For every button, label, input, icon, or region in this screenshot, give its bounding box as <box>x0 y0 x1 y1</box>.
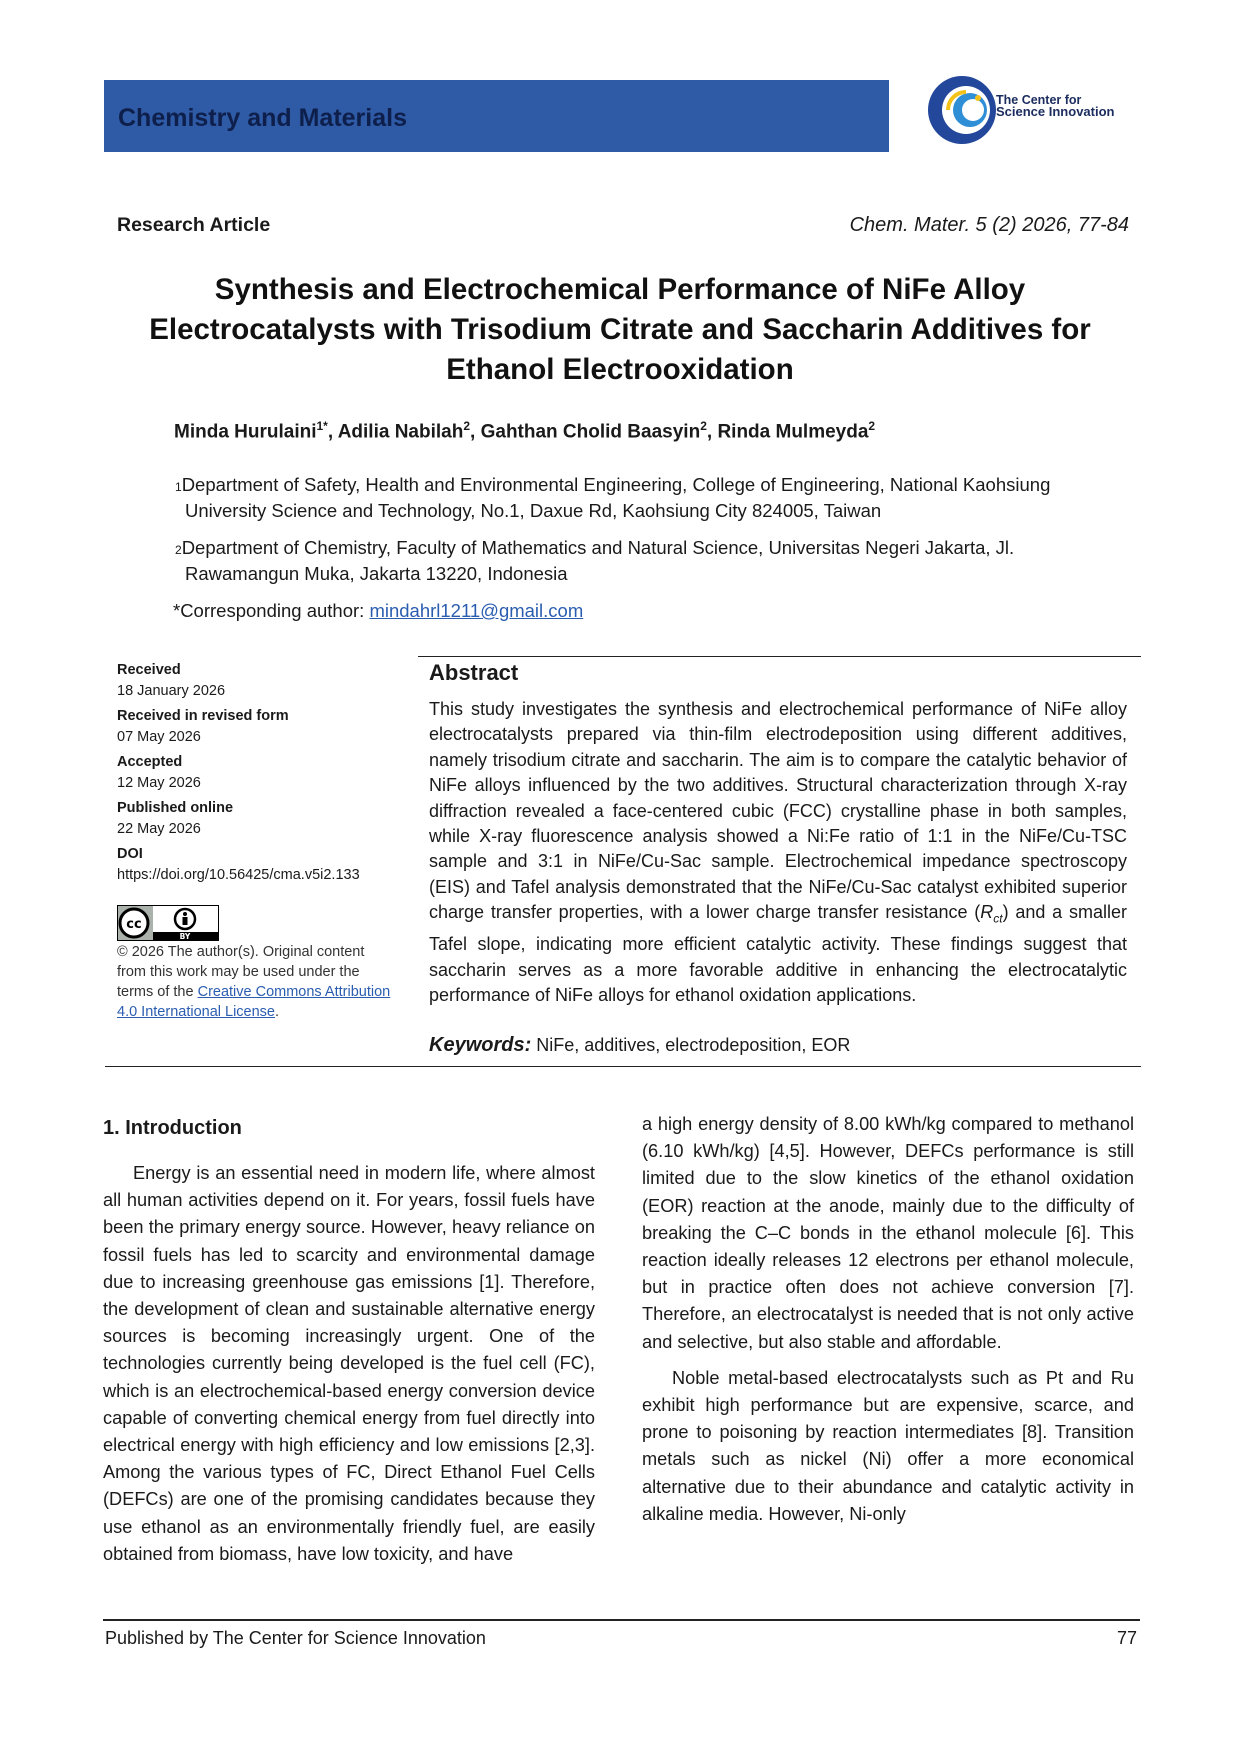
body-paragraph: Noble metal-based electrocatalysts such … <box>642 1367 1134 1524</box>
abstract-top-rule <box>418 656 1141 657</box>
author-affiliation-mark: 2 <box>700 419 707 433</box>
journal-name: Chemistry and Materials <box>118 104 407 132</box>
author-separator: , <box>706 421 718 443</box>
rct-symbol: R <box>980 902 994 923</box>
received-date: 18 January 2026 <box>117 682 226 699</box>
abstract-bottom-rule <box>105 1066 1141 1067</box>
license-link[interactable]: Creative Commons Attribution 4.0 Interna… <box>117 984 391 1020</box>
author-affiliation-mark: 1* <box>316 419 328 433</box>
publisher-logo-text: The Center for Science Innovation <box>996 94 1114 118</box>
body-column-right: a high energy density of 8.00 kWh/kg com… <box>642 1111 1134 1528</box>
corresponding-email-link[interactable]: mindahrl1211@gmail.com <box>369 600 584 621</box>
revised-date: 07 May 2026 <box>117 728 201 745</box>
author-separator: , <box>327 421 338 443</box>
footer-rule <box>103 1619 1140 1621</box>
license-end: . <box>275 1004 280 1020</box>
author-list: Minda Hurulaini1*, Adilia Nabilah2, Gaht… <box>174 419 875 443</box>
accepted-date: 12 May 2026 <box>117 774 201 791</box>
keywords: Keywords: NiFe, additives, electrodeposi… <box>429 1034 850 1057</box>
body-paragraph: Energy is an essential need in modern li… <box>103 1163 595 1564</box>
abstract-text: ) and a smaller Tafel slope, indicating … <box>429 902 1127 1006</box>
affiliation-line: University Science and Technology, No.1,… <box>185 500 882 521</box>
journal-banner: Chemistry and Materials <box>104 80 889 152</box>
paper-title: Synthesis and Electrochemical Performanc… <box>149 273 1091 386</box>
cc-icon: cc <box>126 917 141 932</box>
revised-label: Received in revised form <box>117 708 289 724</box>
publisher-logo: The Center for Science Innovation <box>926 72 1146 148</box>
author-affiliation-mark: 2 <box>868 419 876 433</box>
body-paragraph: a high energy density of 8.00 kWh/kg com… <box>642 1114 1134 1352</box>
article-type: Research Article <box>117 214 271 236</box>
affiliation-number: 2 <box>175 543 182 557</box>
abstract-body: This study investigates the synthesis an… <box>429 697 1127 1008</box>
doi-label: DOI <box>117 846 143 862</box>
corresponding-label: *Corresponding author: <box>173 600 370 621</box>
author-name: Minda Hurulaini <box>174 421 317 443</box>
online-label: Published online <box>117 800 234 816</box>
affiliation-line: Department of Safety, Health and Environ… <box>181 474 1051 495</box>
citation: Chem. Mater. 5 (2) 2026, 77-84 <box>849 214 1129 236</box>
corresponding-author: *Corresponding author: mindahrl1211@gmai… <box>173 600 583 622</box>
affiliation-line: Department of Chemistry, Faculty of Math… <box>181 537 1015 558</box>
author-name: Gahthan Cholid Baasyin <box>480 421 701 443</box>
cc-by-badge[interactable]: cc BY <box>117 905 219 941</box>
article-history: Received 18 January 2026 Received in rev… <box>117 660 407 890</box>
keywords-label: Keywords: <box>429 1034 532 1056</box>
page-number: 77 <box>1116 1628 1137 1648</box>
license-text: © 2026 The author(s). Original content f… <box>117 942 397 1022</box>
body-column-left: Energy is an essential need in modern li… <box>103 1160 595 1568</box>
logo-line-1: The Center for <box>996 93 1082 107</box>
affiliation-number: 1 <box>175 480 182 494</box>
affiliation-line: Rawamangun Muka, Jakarta 13220, Indonesi… <box>185 563 568 584</box>
online-date: 22 May 2026 <box>117 820 201 837</box>
license-statement: © 2026 The author(s). Original content f… <box>117 944 365 1000</box>
author-affiliation-mark: 2 <box>463 419 471 433</box>
accepted-label: Accepted <box>117 754 183 770</box>
attribution-icon <box>183 912 187 916</box>
section-heading-introduction: 1. Introduction <box>103 1117 242 1139</box>
cc-by-label: BY <box>180 932 191 941</box>
affiliation-2: 2Department of Chemistry, Faculty of Mat… <box>175 535 1105 587</box>
author-name: Adilia Nabilah <box>337 421 464 443</box>
rct-subscript: ct <box>993 911 1003 926</box>
logo-line-2: Science Innovation <box>996 104 1115 119</box>
footer-publisher: Published by The Center for Science Inno… <box>105 1628 486 1648</box>
author-name: Rinda Mulmeyda <box>717 421 869 443</box>
doi-value: https://doi.org/10.56425/cma.v5i2.133 <box>117 866 360 883</box>
received-label: Received <box>117 662 181 678</box>
keywords-list: NiFe, additives, electrodeposition, EOR <box>531 1035 851 1055</box>
abstract-text: This study investigates the synthesis an… <box>429 699 1127 923</box>
author-separator: , <box>470 421 481 443</box>
publisher-logo-icon <box>928 76 996 144</box>
affiliation-1: 1Department of Safety, Health and Enviro… <box>175 472 1105 524</box>
abstract-heading: Abstract <box>429 660 519 685</box>
